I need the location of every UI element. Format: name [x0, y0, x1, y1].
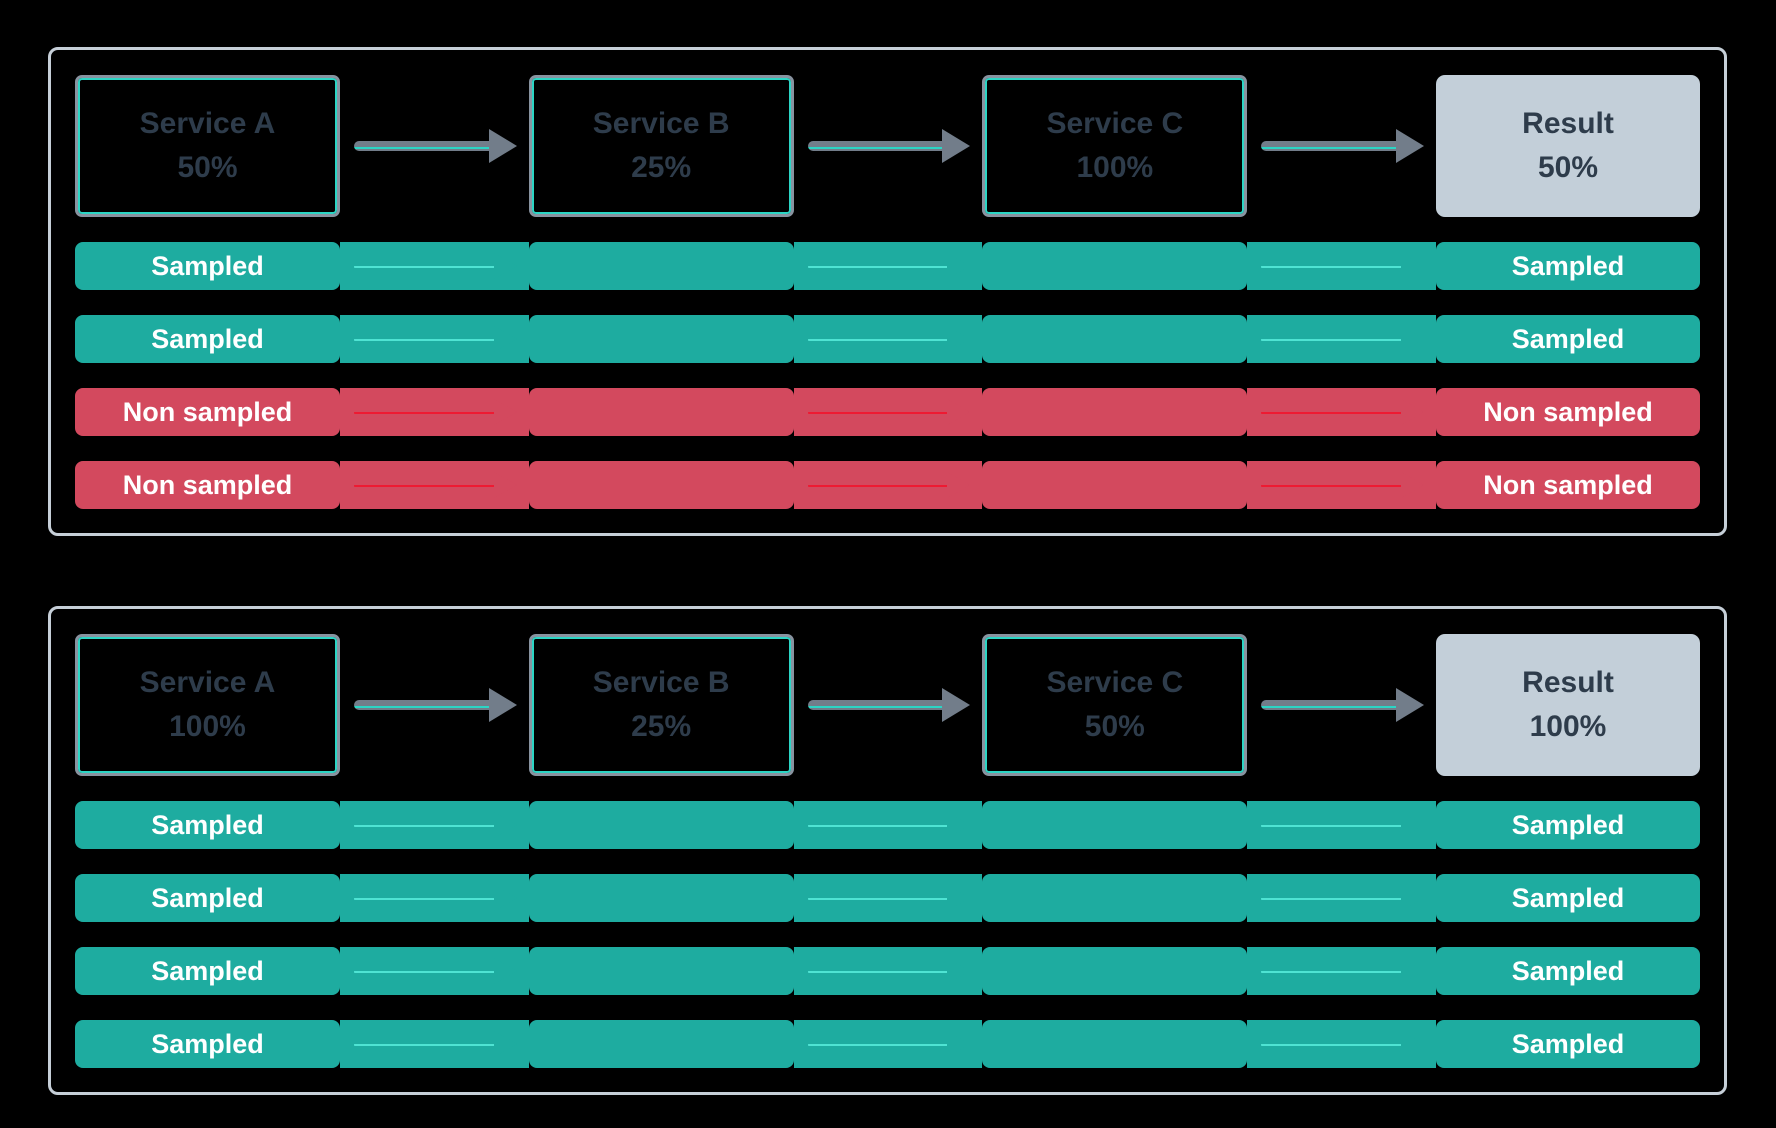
service-name: Service C [1046, 107, 1184, 140]
service-name: Service B [592, 666, 730, 699]
arrow-right-icon [793, 801, 983, 849]
arrow-right-icon [793, 315, 983, 363]
arrow-right-icon [793, 947, 983, 995]
arrow-right-icon [340, 874, 529, 922]
service-header-row: Service A 50% Service B 25% Service C 10… [75, 75, 1700, 217]
trace-row: Sampled Sampled [75, 874, 1700, 922]
arrow-right-icon [340, 242, 529, 290]
trace-segment-box [982, 874, 1248, 922]
trace-segment-box [982, 801, 1248, 849]
trace-row: Sampled Sampled [75, 315, 1700, 363]
trace-segment-box [982, 1020, 1248, 1068]
trace-segment-box [982, 388, 1248, 436]
service-node-b: Service B 25% [528, 75, 794, 217]
service-node-a: Service A 100% [75, 634, 340, 776]
arrow-right-icon [794, 634, 983, 776]
service-header-row: Service A 100% Service B 25% Service C 5… [75, 634, 1700, 776]
sampling-scenario-panel-2: Service A 100% Service B 25% Service C 5… [48, 606, 1727, 1095]
trace-label-box: Sampled [75, 874, 340, 922]
result-sampling-rate: 100% [1529, 710, 1607, 743]
arrow-right-icon [340, 388, 529, 436]
arrow-right-icon [793, 461, 983, 509]
service-node-b: Service B 25% [528, 634, 794, 776]
result-label: Result [1522, 107, 1614, 140]
arrow-right-icon [1247, 388, 1436, 436]
arrow-right-icon [340, 461, 529, 509]
trace-segment-box [528, 874, 794, 922]
arrow-right-icon [1247, 242, 1436, 290]
trace-row: Sampled Sampled [75, 801, 1700, 849]
trace-result-box: Sampled [1436, 947, 1700, 995]
trace-label-box: Non sampled [75, 461, 340, 509]
trace-label-box: Sampled [75, 801, 340, 849]
trace-segment-box [528, 801, 794, 849]
trace-result-box: Sampled [1436, 1020, 1700, 1068]
service-sampling-rate: 25% [631, 151, 692, 184]
service-node-c: Service C 50% [982, 634, 1248, 776]
arrow-right-icon [340, 315, 529, 363]
service-sampling-rate: 100% [1076, 151, 1154, 184]
trace-segment-box [982, 461, 1248, 509]
trace-result-box: Sampled [1436, 874, 1700, 922]
trace-segment-box [982, 242, 1248, 290]
trace-label-box: Sampled [75, 947, 340, 995]
trace-row: Non sampled Non sampled [75, 461, 1700, 509]
arrow-right-icon [340, 1020, 529, 1068]
trace-segment-box [528, 1020, 794, 1068]
trace-row: Sampled Sampled [75, 242, 1700, 290]
trace-result-box: Sampled [1436, 315, 1700, 363]
trace-label-box: Sampled [75, 242, 340, 290]
arrow-right-icon [1247, 801, 1436, 849]
trace-result-box: Non sampled [1436, 388, 1700, 436]
arrow-right-icon [340, 634, 529, 776]
trace-segment-box [528, 461, 794, 509]
service-name: Service A [139, 666, 276, 699]
trace-label-box: Non sampled [75, 388, 340, 436]
arrow-right-icon [1247, 461, 1436, 509]
arrow-right-icon [1247, 874, 1436, 922]
trace-result-box: Sampled [1436, 801, 1700, 849]
service-sampling-rate: 25% [631, 710, 692, 743]
trace-segment-box [982, 315, 1248, 363]
result-node: Result 50% [1436, 75, 1700, 217]
trace-row: Sampled Sampled [75, 1020, 1700, 1068]
result-sampling-rate: 50% [1537, 151, 1599, 184]
service-node-a: Service A 50% [75, 75, 340, 217]
arrow-right-icon [793, 874, 983, 922]
trace-row: Non sampled Non sampled [75, 388, 1700, 436]
sampling-scenario-panel-1: Service A 50% Service B 25% Service C 10… [48, 47, 1727, 536]
service-node-c: Service C 100% [982, 75, 1248, 217]
service-sampling-rate: 100% [169, 710, 246, 743]
arrow-right-icon [340, 801, 529, 849]
trace-segment-box [528, 388, 794, 436]
arrow-right-icon [1247, 634, 1436, 776]
trace-result-box: Non sampled [1436, 461, 1700, 509]
trace-row: Sampled Sampled [75, 947, 1700, 995]
service-name: Service B [592, 107, 730, 140]
arrow-right-icon [793, 242, 983, 290]
arrow-right-icon [793, 388, 983, 436]
arrow-right-icon [1247, 947, 1436, 995]
trace-label-box: Sampled [75, 315, 340, 363]
arrow-right-icon [794, 75, 983, 217]
arrow-right-icon [1247, 1020, 1436, 1068]
service-sampling-rate: 50% [177, 151, 238, 184]
service-name: Service A [139, 107, 276, 140]
trace-result-box: Sampled [1436, 242, 1700, 290]
arrow-right-icon [793, 1020, 983, 1068]
arrow-right-icon [1247, 315, 1436, 363]
arrow-right-icon [340, 947, 529, 995]
result-node: Result 100% [1436, 634, 1700, 776]
trace-segment-box [528, 242, 794, 290]
arrow-right-icon [1247, 75, 1436, 217]
service-name: Service C [1046, 666, 1184, 699]
service-sampling-rate: 50% [1084, 710, 1145, 743]
trace-segment-box [528, 315, 794, 363]
trace-label-box: Sampled [75, 1020, 340, 1068]
arrow-right-icon [340, 75, 529, 217]
result-label: Result [1522, 666, 1614, 699]
trace-segment-box [982, 947, 1248, 995]
trace-segment-box [528, 947, 794, 995]
